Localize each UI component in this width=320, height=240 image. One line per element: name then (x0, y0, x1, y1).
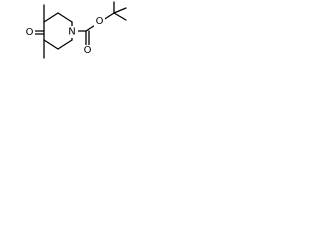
ketone-oxygen-label: O (26, 27, 34, 38)
bond-c6-c5 (57, 39, 73, 50)
bond-c2-n1 (57, 12, 73, 23)
bond-tbu-methyl-2 (113, 7, 127, 14)
bond-tbu-methyl-3 (113, 12, 127, 21)
ester-oxygen-bg (94, 16, 105, 27)
carbonyl-oxygen-bg (82, 45, 93, 56)
ring-nitrogen-bg (66, 26, 78, 38)
carbonyl-oxygen-label: O (84, 45, 92, 56)
ester-oxygen-label: O (96, 16, 104, 27)
ring-oxygen-bg (24, 27, 35, 38)
bond-c3-c2 (43, 12, 59, 23)
chemical-structure: O N O O (24, 1, 127, 59)
ring-nitrogen-label: N (68, 27, 75, 38)
bond-c4-c5 (43, 39, 59, 50)
